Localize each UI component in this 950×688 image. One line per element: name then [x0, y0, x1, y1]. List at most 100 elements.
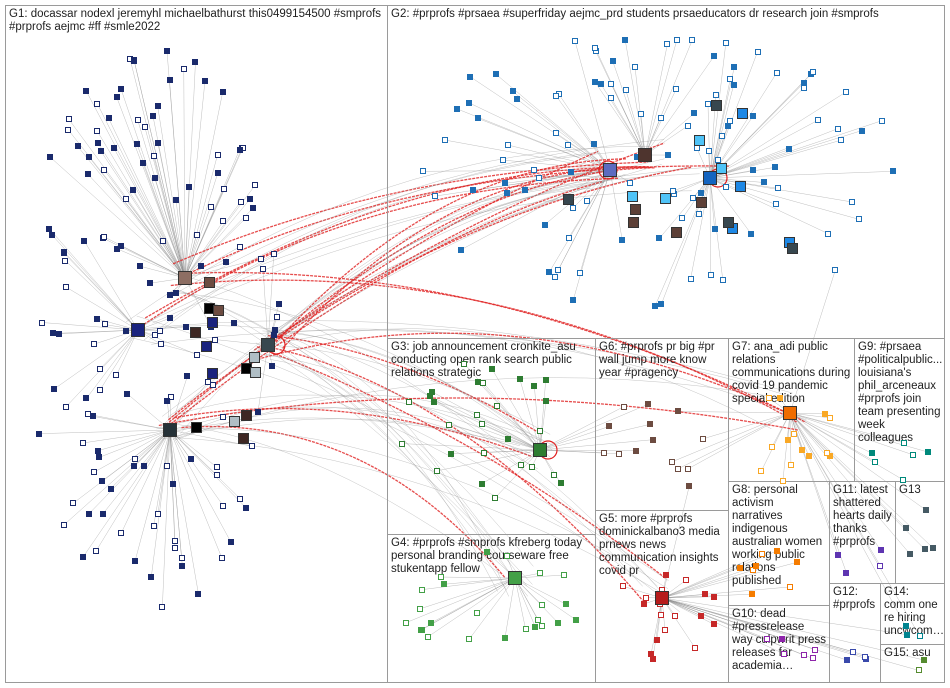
graph-edge: [264, 353, 527, 586]
graph-edge: [101, 429, 171, 482]
graph-edge: [612, 60, 646, 156]
graph-node: [250, 204, 257, 211]
graph-node: [483, 548, 490, 555]
graph-node: [530, 167, 537, 174]
graph-node: [427, 393, 434, 400]
graph-node: [150, 113, 157, 120]
graph-edge: [178, 139, 665, 293]
graph-edge: [661, 597, 907, 635]
graph-edge: [421, 577, 516, 630]
graph-node: [711, 621, 718, 628]
graph-node: [167, 393, 174, 400]
hub-node: [189, 327, 201, 339]
graph-edge: [102, 429, 171, 514]
graph-node: [502, 180, 509, 187]
graph-node: [252, 181, 259, 188]
graph-node: [696, 211, 703, 218]
graph-edge: [661, 570, 753, 599]
graph-edge: [709, 120, 882, 179]
graph-node: [172, 290, 179, 297]
graph-edge: [491, 369, 541, 451]
graph-edge: [265, 344, 551, 435]
graph-edge: [789, 412, 847, 573]
graph-node: [779, 635, 786, 642]
graph-node: [491, 495, 498, 502]
graph-edge: [709, 139, 842, 179]
graph-edge: [184, 207, 254, 279]
graph-node: [220, 413, 227, 420]
graph-edge: [709, 128, 839, 179]
graph-node: [465, 99, 472, 106]
graph-node: [736, 564, 743, 571]
graph-edge: [256, 176, 618, 352]
graph-node: [773, 69, 780, 76]
graph-node: [83, 395, 90, 402]
graph-node: [812, 646, 819, 653]
group-pane-g12: G12: #prprofs: [829, 583, 881, 683]
graph-edge: [103, 169, 186, 279]
graph-edge: [514, 577, 576, 620]
graph-node: [591, 78, 598, 85]
graph-node: [546, 268, 553, 275]
graph-node: [658, 301, 665, 308]
graph-edge: [661, 597, 919, 671]
graph-node: [447, 450, 454, 457]
graph-node: [430, 398, 437, 405]
highlight-edge: [163, 181, 603, 430]
graph-edge: [709, 130, 862, 179]
graph-node: [469, 187, 476, 194]
graph-edge: [514, 577, 567, 605]
graph-node: [99, 478, 106, 484]
graph-edge: [709, 51, 758, 179]
graph-node: [843, 569, 850, 576]
graph-node: [776, 394, 783, 401]
graph-node: [838, 137, 845, 144]
graph-edge: [431, 391, 541, 451]
graph-node: [475, 115, 482, 122]
hub-node: [190, 422, 202, 434]
graph-node: [101, 166, 108, 173]
graph-node: [915, 667, 922, 674]
graph-node: [826, 414, 833, 421]
group-title-g14: G14: comm one re hiring uncwcom…: [884, 586, 945, 637]
graph-edge: [162, 429, 171, 608]
graph-node: [273, 314, 280, 321]
graph-node: [532, 623, 539, 630]
graph-node: [535, 617, 542, 624]
graph-node: [154, 139, 161, 146]
graph-node: [616, 450, 623, 457]
graph-node: [227, 539, 234, 546]
graph-node: [170, 480, 177, 487]
graph-edge: [176, 182, 605, 424]
highlight-edge: [174, 407, 532, 458]
graph-node: [620, 403, 627, 410]
graph-node: [758, 467, 765, 474]
graph-node: [63, 403, 70, 410]
graph-node: [440, 581, 447, 588]
graph-edge: [95, 429, 171, 552]
graph-edge: [709, 177, 711, 275]
graph-node: [650, 436, 657, 443]
graph-edge: [94, 429, 171, 473]
hub-node: [626, 191, 638, 203]
graph-node: [715, 157, 722, 164]
graph-edge: [184, 206, 211, 279]
graph-node: [572, 616, 579, 623]
graph-edge: [661, 553, 763, 599]
graph-edge: [514, 577, 559, 624]
group-title-g9: G9: #prsaea #politicalpublic... louisian…: [858, 341, 943, 444]
graph-node: [555, 266, 562, 273]
graph-node: [689, 37, 696, 43]
graph-node: [760, 179, 767, 186]
graph-node: [569, 205, 576, 212]
graph-node: [166, 77, 173, 84]
graph-node: [821, 410, 828, 417]
group-title-g11: G11: latest shattered hearts daily thank…: [833, 484, 896, 548]
graph-node: [572, 38, 579, 45]
group-pane-g9: G9: #prsaea #politicalpublic... louisian…: [854, 338, 945, 482]
graph-node: [171, 537, 178, 544]
graph-node: [787, 461, 794, 468]
graph-node: [505, 436, 512, 443]
graph-node: [719, 277, 726, 284]
